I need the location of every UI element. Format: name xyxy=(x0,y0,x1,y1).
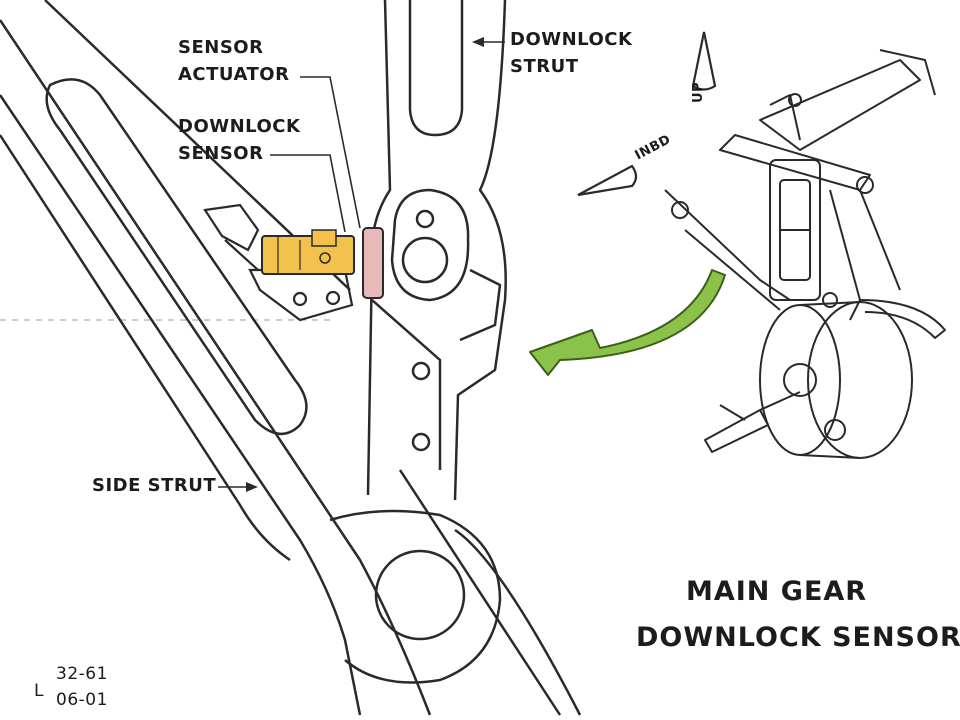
figure-reference-prefix: L xyxy=(34,681,44,701)
figure-reference-line2: 06-01 xyxy=(56,690,108,710)
diagram-title-line2: DOWNLOCK SENSOR xyxy=(636,622,960,653)
side-strut xyxy=(0,0,582,716)
sensor-actuator-label-line2: ACTUATOR xyxy=(178,64,290,85)
downlock-strut xyxy=(366,0,507,501)
downlock-strut-label-line2: STRUT xyxy=(510,56,579,77)
side-strut-label: SIDE STRUT xyxy=(92,475,217,496)
up-arrow-icon xyxy=(691,31,717,91)
figure-reference-line1: 32-61 xyxy=(56,664,108,684)
location-arrow-icon xyxy=(529,269,726,376)
downlock-sensor-label-line2: SENSOR xyxy=(178,143,264,164)
downlock-strut-label-line1: DOWNLOCK xyxy=(510,29,633,50)
inbd-arrow-icon xyxy=(577,164,638,197)
sensor-actuator-label-line1: SENSOR xyxy=(178,37,264,58)
up-label: UP xyxy=(691,81,706,103)
diagram-title-line1: MAIN GEAR xyxy=(686,576,868,607)
downlock-sensor xyxy=(261,229,355,275)
downlock-sensor-label-line1: DOWNLOCK xyxy=(178,116,301,137)
landing-gear-assembly xyxy=(664,49,946,459)
leader-arrowheads xyxy=(246,37,484,492)
sensor-actuator xyxy=(362,227,384,299)
sensor-body xyxy=(261,235,355,275)
